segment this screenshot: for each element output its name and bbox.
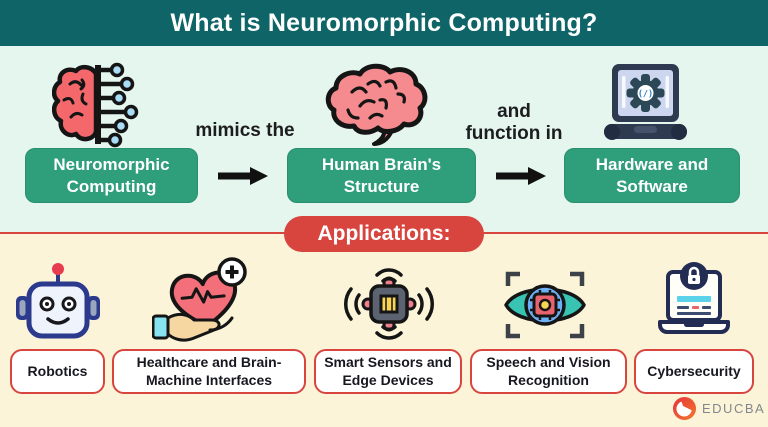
- vision-eye-icon: [500, 268, 590, 342]
- page-title: What is Neuromorphic Computing?: [170, 8, 598, 37]
- flow-node-label: Human Brain's Structure: [321, 155, 442, 196]
- secure-laptop-icon: [648, 260, 740, 340]
- app-card-robotics: Robotics: [10, 349, 105, 394]
- heart-hand-icon: [152, 256, 257, 348]
- app-card-label: Smart Sensors and Edge Devices: [324, 354, 452, 388]
- robot-icon: [14, 260, 102, 344]
- flow-node-neuromorphic-computing: Neuromorphic Computing: [25, 148, 198, 203]
- brand-name: EDUCBA: [702, 401, 766, 416]
- app-card-label: Robotics: [27, 362, 88, 379]
- connector-label-function: and function in: [465, 101, 563, 144]
- app-card-smart-sensors: Smart Sensors and Edge Devices: [314, 349, 462, 394]
- laptop-gear-icon: (/): [598, 60, 693, 148]
- header-banner: What is Neuromorphic Computing?: [0, 0, 768, 46]
- connector-label-mimics: mimics the: [195, 120, 295, 141]
- flow-node-human-brain-structure: Human Brain's Structure: [287, 148, 476, 203]
- flow-node-label: Hardware and Software: [595, 155, 709, 196]
- applications-banner-label: Applications:: [317, 222, 451, 245]
- brain-icon: [324, 62, 429, 147]
- brand-footer: EDUCBA: [672, 396, 765, 421]
- app-card-label: Cybersecurity: [647, 362, 741, 379]
- flow-arrow-icon: [216, 165, 268, 187]
- applications-banner: Applications:: [284, 216, 484, 252]
- app-card-cybersecurity: Cybersecurity: [634, 349, 754, 394]
- brain-circuit-icon: [52, 60, 142, 148]
- flow-node-hardware-software: Hardware and Software: [564, 148, 740, 203]
- svg-text:(/): (/): [638, 90, 653, 100]
- educba-logo-icon: [672, 396, 697, 421]
- flow-arrow-icon: [494, 165, 546, 187]
- smart-sensor-icon: [341, 263, 437, 345]
- flow-node-label: Neuromorphic Computing: [53, 155, 170, 196]
- app-card-speech-vision: Speech and Vision Recognition: [470, 349, 627, 394]
- app-card-label: Healthcare and Brain-Machine Interfaces: [136, 354, 282, 388]
- app-card-healthcare: Healthcare and Brain-Machine Interfaces: [112, 349, 306, 394]
- app-card-label: Speech and Vision Recognition: [486, 354, 611, 388]
